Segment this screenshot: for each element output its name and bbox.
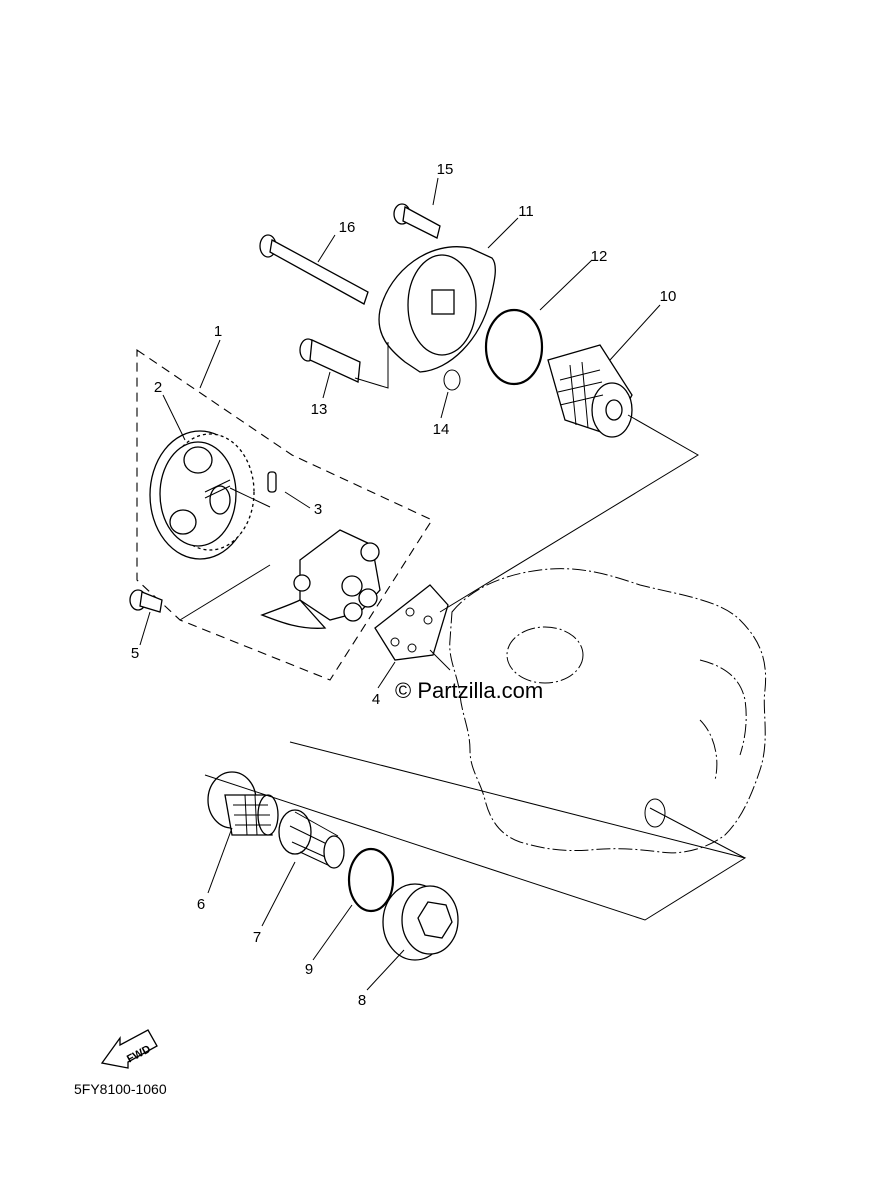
spring-icon xyxy=(278,809,345,869)
label-2: 2 xyxy=(154,379,162,396)
label-6: 6 xyxy=(197,896,205,913)
pump-gasket xyxy=(374,584,449,661)
o-ring-icon xyxy=(443,369,461,391)
strainer-icon xyxy=(207,771,279,836)
o-ring-icon xyxy=(347,847,395,913)
label-5: 5 xyxy=(131,645,139,662)
label-8: 8 xyxy=(358,992,366,1009)
oil-pump-assembly-outline xyxy=(136,348,433,681)
label-1: 1 xyxy=(214,323,222,340)
part-labels: 15 16 11 12 10 1 2 13 14 3 5 4 6 7 9 8 xyxy=(131,161,677,1009)
oil-pump-gear xyxy=(149,430,255,560)
label-16: 16 xyxy=(339,219,356,236)
oil-pump-icon xyxy=(260,529,381,629)
bolt-icon xyxy=(259,234,369,305)
label-11: 11 xyxy=(518,203,534,220)
leader-lines xyxy=(139,177,747,991)
label-15: 15 xyxy=(437,161,454,178)
label-13: 13 xyxy=(311,401,328,418)
dowel-pin xyxy=(267,471,277,493)
label-7: 7 xyxy=(253,929,261,946)
fwd-arrow-icon: FWD xyxy=(100,1029,158,1069)
label-10: 10 xyxy=(660,288,677,305)
bolt-icon xyxy=(299,338,361,383)
bolt-icon xyxy=(393,203,441,239)
label-14: 14 xyxy=(433,421,450,438)
bolt-icon xyxy=(129,589,163,613)
crankcase-outline-icon xyxy=(449,568,767,854)
label-4: 4 xyxy=(372,691,380,708)
oil-filter-cover xyxy=(378,246,496,373)
oil-filter-icon xyxy=(547,344,633,438)
watermark-text: © Partzilla.com xyxy=(395,678,543,703)
drain-plug-icon xyxy=(382,883,459,961)
drawing-code: 5FY8100-1060 xyxy=(74,1081,167,1097)
label-3: 3 xyxy=(314,501,322,518)
o-ring-icon xyxy=(484,308,544,386)
label-12: 12 xyxy=(591,248,608,265)
label-9: 9 xyxy=(305,961,313,978)
